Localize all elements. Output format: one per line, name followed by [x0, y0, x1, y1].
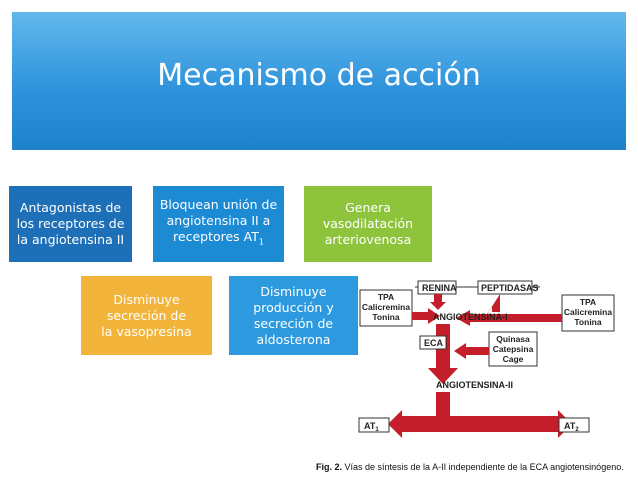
left-box-line-1: TPA	[378, 292, 394, 302]
peptidasas-label: PEPTIDASAS	[481, 283, 539, 293]
right-box-line-2: Calicremina	[564, 307, 612, 317]
middle-box-line-3: Cage	[503, 354, 524, 364]
caption-text: Vías de síntesis de la A-II independient…	[342, 462, 624, 472]
slide-title: Mecanismo de acción	[157, 58, 481, 93]
box-vasopresina: Disminuye secreción de la vasopresina	[81, 276, 212, 355]
box-antagonistas: Antagonistas de los receptores de la ang…	[9, 186, 132, 262]
at2-label: AT2	[564, 421, 579, 433]
split-arrow	[388, 410, 572, 438]
right-side-arrow	[456, 310, 562, 326]
peptidasas-arrow	[486, 294, 500, 316]
at1-box	[358, 417, 390, 433]
left-box-line-3: Tonina	[372, 312, 399, 322]
title-banner	[12, 12, 626, 150]
right-box-line-1: TPA	[580, 297, 596, 307]
angiotensina-i-label: ANGIOTENSINA-I	[433, 312, 508, 322]
box-vasopresina-text: Disminuye secreción de la vasopresina	[101, 291, 192, 339]
box-aldosterona-text: Disminuye producción y secreción de aldo…	[253, 283, 334, 347]
figure-caption: Fig. 2. Vías de síntesis de la A-II inde…	[316, 462, 624, 472]
lower-shaft	[436, 392, 450, 416]
right-enzyme-box	[561, 294, 615, 332]
box-vasodilatacion: Genera vasodilatación arteriovenosa	[304, 186, 432, 262]
box-antagonistas-text: Antagonistas de los receptores de la ang…	[16, 200, 125, 247]
middle-box-line-1: Quinasa	[496, 334, 530, 344]
middle-box-line-2: Catepsina	[493, 344, 534, 354]
eca-box	[419, 335, 447, 350]
at2-box	[558, 417, 590, 433]
box-aldosterona: Disminuye producción y secreción de aldo…	[229, 276, 358, 355]
box-bloquean-subscript: 1	[258, 237, 264, 247]
at1-label: AT1	[364, 421, 379, 433]
caption-bold: Fig. 2.	[316, 462, 343, 472]
main-shaft-arrow-1	[428, 324, 458, 384]
left-side-arrow	[412, 308, 440, 324]
angiotensina-ii-label: ANGIOTENSINA-II	[436, 380, 513, 390]
eca-label: ECA	[424, 338, 444, 348]
right-box-line-3: Tonina	[574, 317, 601, 327]
peptidasas-box	[477, 280, 533, 295]
renina-label: RENINA	[422, 283, 457, 293]
middle-enzyme-box	[488, 331, 538, 367]
box-vasodilatacion-text: Genera vasodilatación arteriovenosa	[322, 200, 414, 247]
renina-arrow	[430, 294, 446, 310]
box-bloquean-text: Bloquean unión de angiotensina II a rece…	[159, 197, 278, 247]
middle-side-arrow	[454, 343, 489, 359]
left-box-line-2: Calicremina	[362, 302, 410, 312]
box-bloquean-union: Bloquean unión de angiotensina II a rece…	[153, 186, 284, 262]
left-enzyme-box	[359, 289, 413, 327]
